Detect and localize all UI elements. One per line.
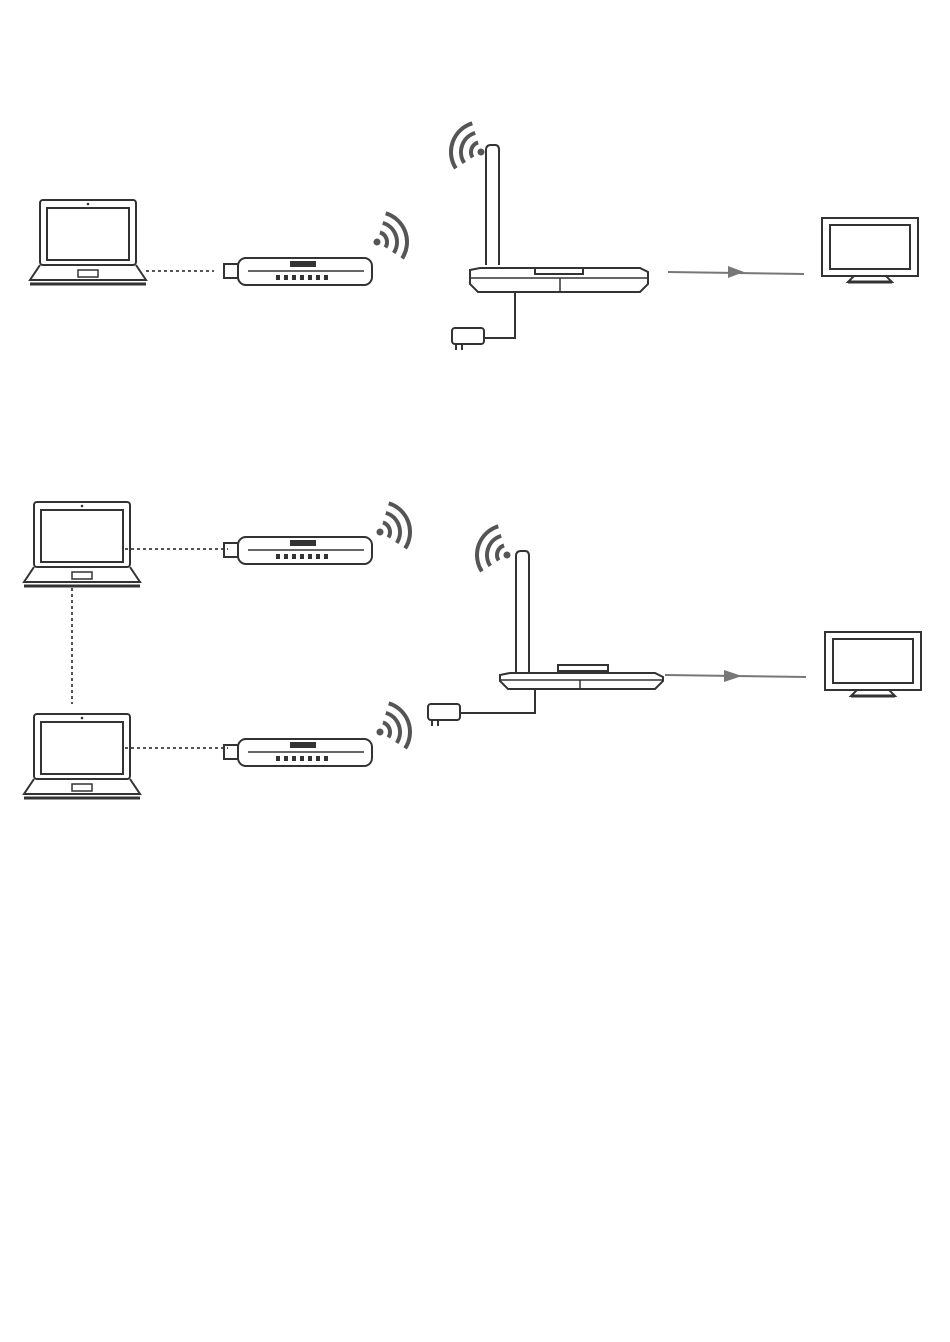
receiver-icon (500, 551, 663, 689)
antenna-icon (486, 145, 499, 265)
receiver-icon (470, 145, 648, 292)
wifi-icon (369, 699, 417, 756)
wifi-icon (471, 522, 519, 579)
arrow-icon (728, 266, 744, 278)
wifi-icon (369, 499, 417, 556)
laptop-icon (24, 714, 140, 798)
dongle-icon (224, 739, 372, 766)
arrow-icon (724, 670, 742, 682)
power-cable (484, 292, 515, 338)
tv-icon (822, 218, 918, 282)
scenario-single-laptop (30, 119, 918, 350)
dongle-icon (224, 537, 372, 564)
power-adapter-icon (428, 704, 460, 726)
power-cable (460, 689, 535, 713)
power-adapter-icon (452, 328, 484, 350)
dongle-icon (224, 258, 372, 285)
wifi-icon (366, 209, 414, 266)
scenario-dual-laptop (24, 499, 921, 798)
tv-icon (825, 632, 921, 696)
laptop-icon (24, 502, 140, 586)
laptop-icon (30, 200, 146, 284)
antenna-icon (516, 551, 529, 672)
